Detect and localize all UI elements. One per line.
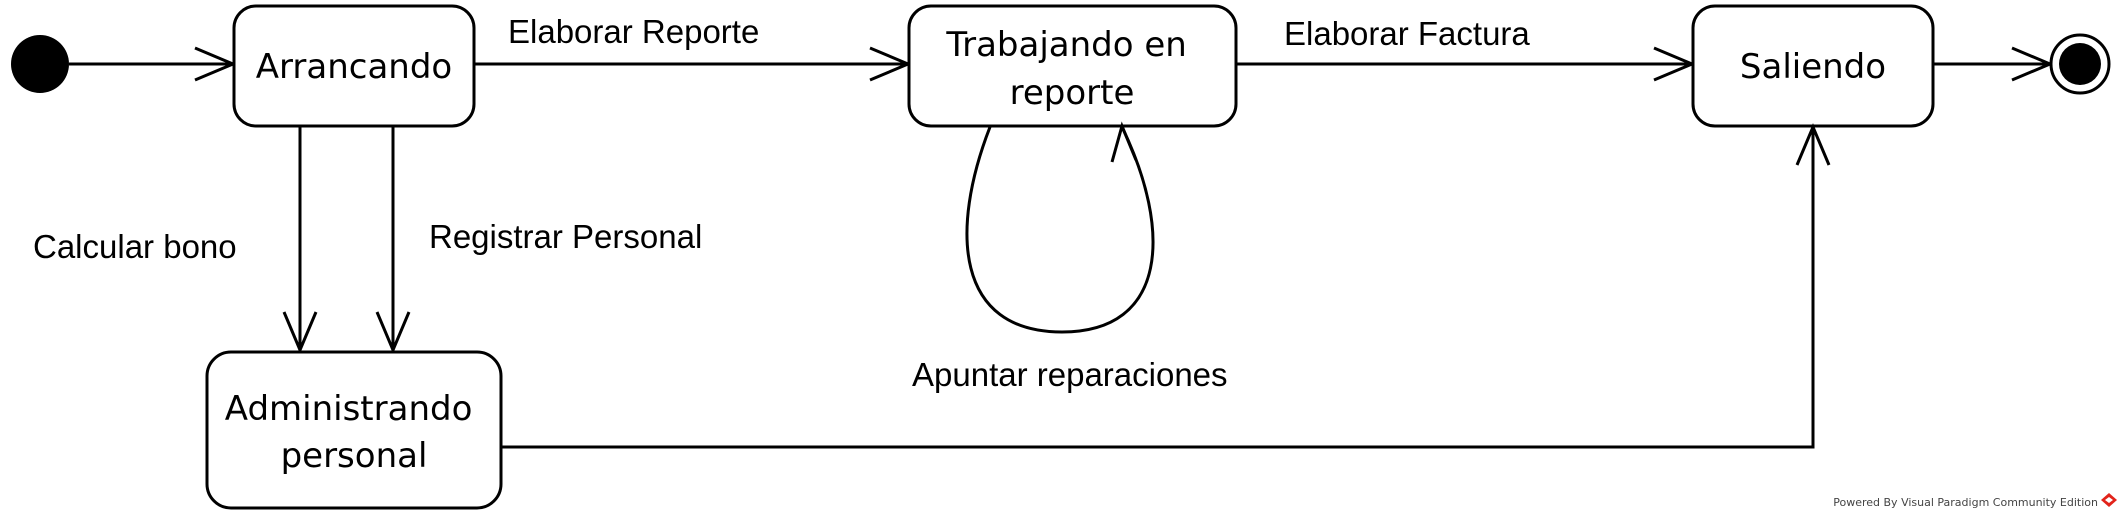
state-administrando-personal[interactable]: Administrando personal [205, 350, 503, 510]
edge-elaborar-factura [1236, 46, 1696, 82]
transition-label-elaborar-factura: Elaborar Factura [1284, 15, 1530, 52]
state-administrando-label-line2: personal [281, 436, 428, 476]
edge-calcular-bono [282, 126, 318, 354]
edge-registrar-personal [375, 126, 411, 354]
visual-paradigm-logo-icon [2101, 493, 2117, 507]
transition-label-apuntar-reparaciones: Apuntar reparaciones [912, 356, 1228, 393]
state-trabajando-en-reporte[interactable]: Trabajando en reporte [907, 4, 1238, 128]
state-trabajando-label-line1: Trabajando en [945, 25, 1187, 65]
state-trabajando-label-line2: reporte [1010, 73, 1135, 113]
state-administrando-label-line1: Administrando [225, 389, 473, 429]
initial-node [11, 35, 69, 93]
watermark-text: Powered By Visual Paradigm Community Edi… [1833, 496, 2098, 509]
transition-label-registrar-personal: Registrar Personal [429, 218, 702, 255]
state-saliendo[interactable]: Saliendo [1691, 4, 1935, 128]
edge-apuntar-reparaciones-self-loop [965, 121, 1155, 334]
final-node [2049, 33, 2111, 95]
edge-administrando-to-saliendo [501, 123, 1831, 449]
state-arrancando[interactable]: Arrancando [232, 4, 476, 128]
svg-text:Administrando personal: Administrando personal [225, 389, 483, 476]
transition-label-calcular-bono: Calcular bono [33, 228, 237, 265]
edge-initial-to-arrancando [69, 46, 237, 82]
edge-elaborar-reporte [474, 46, 912, 82]
transition-label-elaborar-reporte: Elaborar Reporte [508, 13, 759, 50]
edge-saliendo-to-final [1933, 46, 2054, 82]
state-arrancando-label: Arrancando [256, 47, 452, 87]
visual-paradigm-watermark: Powered By Visual Paradigm Community Edi… [1833, 493, 2117, 509]
state-saliendo-label: Saliendo [1740, 47, 1886, 87]
svg-text:Trabajando en reporte: Trabajando en reporte [945, 25, 1197, 113]
